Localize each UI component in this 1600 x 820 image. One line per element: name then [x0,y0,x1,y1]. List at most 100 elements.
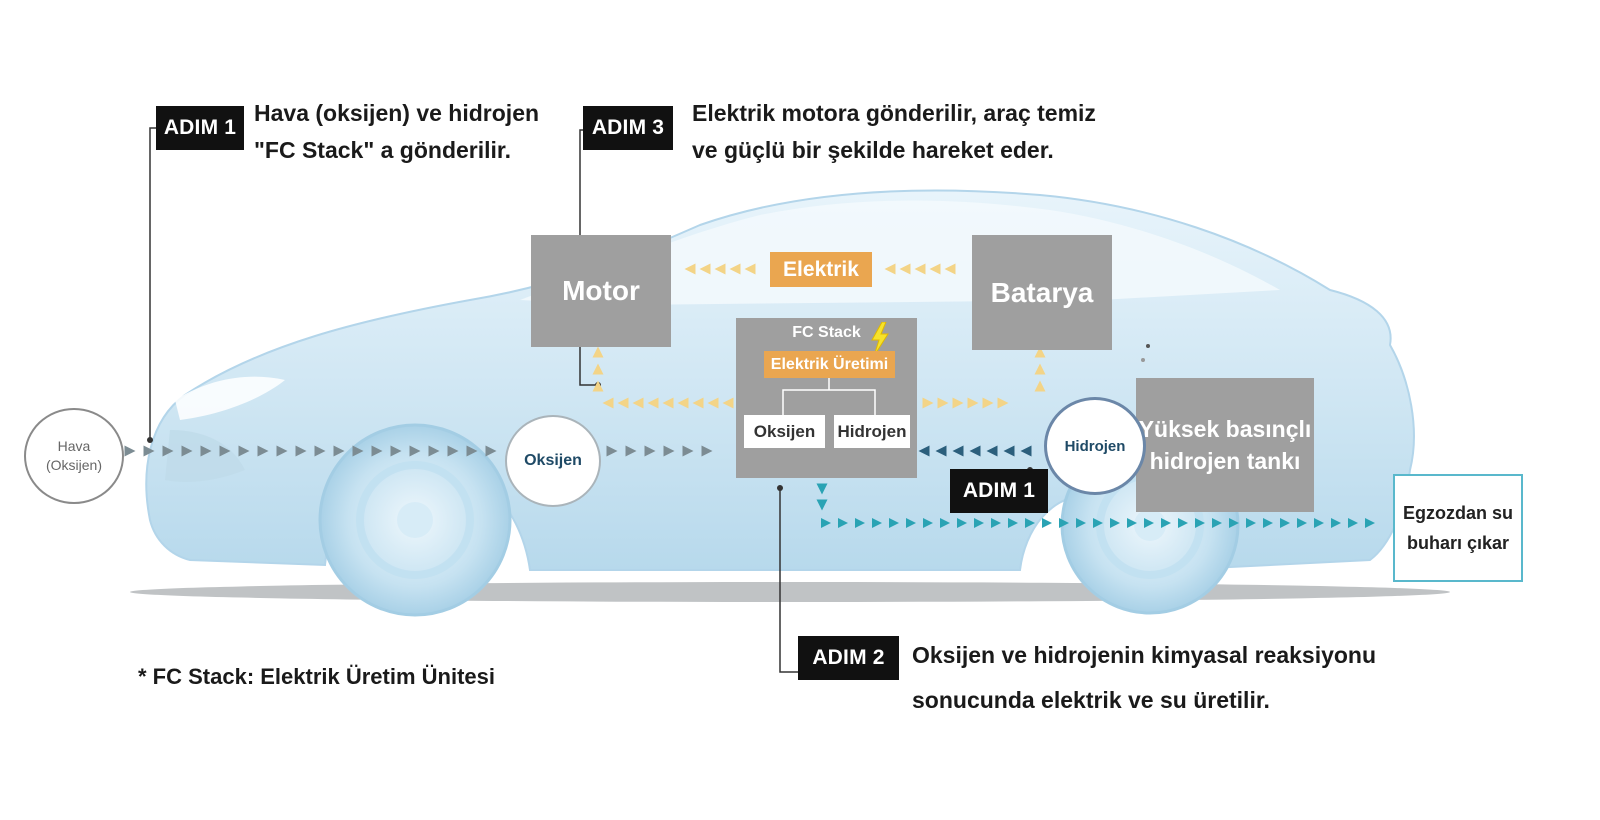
flow-arrow [899,263,911,275]
flow-arrow [982,397,994,409]
flow-arrow [816,499,828,511]
car-grille [165,430,245,482]
flow-arrow [1020,445,1032,457]
flow-arrow [1059,518,1069,528]
motor-box: Motor [531,235,671,347]
flow-arrow [935,445,947,457]
flow-arrow [922,397,934,409]
flow-arrow [1229,518,1239,528]
flow-arrow [625,445,637,457]
step3-badge: ADIM 3 [583,106,673,150]
electricity-label: Elektrik [770,252,872,287]
lightning-icon [871,322,889,356]
footnote: * FC Stack: Elektrik Üretim Ünitesi [138,664,496,689]
flow-arrow [967,397,979,409]
air-oxygen-circle: Hava (Oksijen) [24,408,124,504]
flow-arrow [937,397,949,409]
hydrogen-tank-box: Yüksek basınçlı hidrojen tankı [1136,378,1314,512]
tank-line2: hidrojen tankı [1149,448,1301,474]
fc-stack-title: FC Stack [792,324,861,341]
flow-arrow [352,445,364,457]
flow-arrow [592,363,604,375]
flow-arrow [889,518,899,528]
tank-line1: Yüksek basınçlı [1138,416,1312,442]
flow-arrow [1144,518,1154,528]
electricity-generation-label: Elektrik Üretimi [764,351,895,378]
flow-arrow [485,445,497,457]
flow-arrow [1195,518,1205,528]
flow-arrow [692,397,704,409]
exhaust-line2: buharı çıkar [1406,533,1510,553]
flow-arrow [276,445,288,457]
flow-arrow [333,445,345,457]
flow-arrow [1025,518,1035,528]
flow-arrow [592,346,604,358]
flow-arrow [295,445,307,457]
air-line2: (Oksijen) [45,457,102,473]
flow-arrow [1246,518,1256,528]
exhaust-line1: Egzozdan su [1402,503,1513,523]
flow-arrow [884,263,896,275]
flow-arrow [238,445,250,457]
flow-arrow [952,397,964,409]
flow-arrow [918,445,930,457]
flow-arrow [162,445,174,457]
step1-top-line2: "FC Stack" a gönderilir. [254,137,511,163]
flow-arrow [838,518,848,528]
flow-arrow [1003,445,1015,457]
fc-oxygen-cell: Oksijen [744,415,825,448]
step1-top-badge: ADIM 1 [156,106,244,150]
leader-step1-top [149,127,160,440]
flow-arrow [699,263,711,275]
step1-bottom-badge: ADIM 1 [950,469,1048,513]
flow-arrow [602,397,614,409]
battery-box: Batarya [972,235,1112,350]
flow-arrow [682,445,694,457]
flow-arrow [647,397,659,409]
flow-arrow [1110,518,1120,528]
flow-arrow [257,445,269,457]
flow-arrow [644,445,656,457]
flow-arrow [944,263,956,275]
step2-badge: ADIM 2 [798,636,899,680]
flow-arrow [1263,518,1273,528]
flow-arrow [1034,380,1046,392]
flow-arrow [684,263,696,275]
flow-arrow [957,518,967,528]
flow-arrow [816,483,828,495]
fc-stack-box: FC Stack Elektrik Üretimi Oksijen Hidroj… [736,318,917,478]
flow-arrow [855,518,865,528]
flow-arrow [428,445,440,457]
flow-arrow [466,445,478,457]
flow-arrow [707,397,719,409]
step2-line1: Oksijen ve hidrojenin kimyasal reaksiyon… [912,642,1377,668]
flow-arrow [390,445,402,457]
flow-arrow [974,518,984,528]
flow-arrow [617,397,629,409]
flow-arrow [181,445,193,457]
flow-arrow [722,397,734,409]
flow-arrow [371,445,383,457]
flow-arrow [124,445,136,457]
step1-top-line1: Hava (oksijen) ve hidrojen [254,100,540,126]
flow-arrow [969,445,981,457]
step3-line2: ve güçlü bir şekilde hareket eder. [692,137,1054,163]
leader-step2 [779,488,800,673]
flow-arrow [663,445,675,457]
flow-arrow [1008,518,1018,528]
flow-arrow [714,263,726,275]
flow-arrow [1365,518,1375,528]
flow-arrow [314,445,326,457]
flow-arrow [1093,518,1103,528]
flow-arrow [632,397,644,409]
car-headlight [175,376,285,420]
flow-arrow [1348,518,1358,528]
flow-arrow [1331,518,1341,528]
flow-arrow [952,445,964,457]
air-line1: Hava [57,438,91,454]
flow-arrow [1280,518,1290,528]
flow-arrow [409,445,421,457]
flow-arrow [914,263,926,275]
flow-arrow [219,445,231,457]
